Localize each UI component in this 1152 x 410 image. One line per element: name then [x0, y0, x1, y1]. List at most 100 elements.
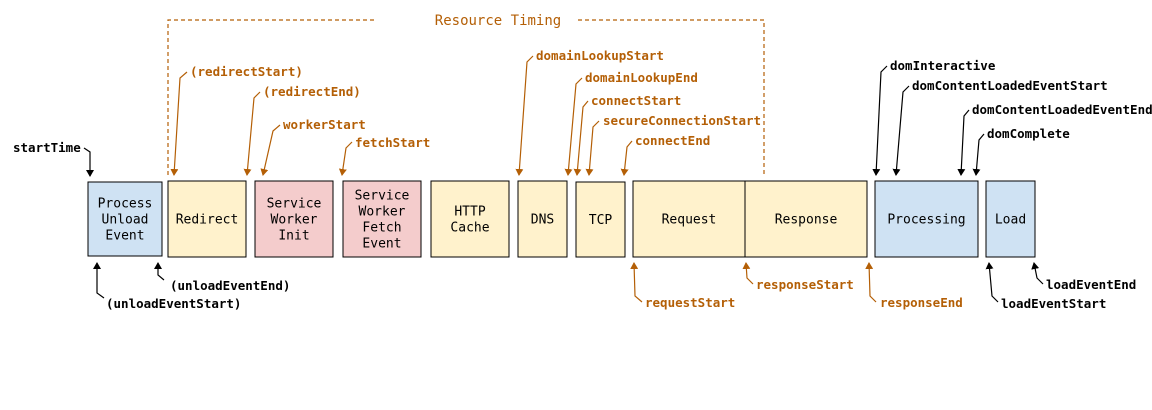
phase-box-request: Request: [632, 180, 746, 258]
marker-arrow: [585, 120, 600, 176]
marker-arrow: [93, 262, 105, 299]
marker-secureConnectionStart: secureConnectionStart: [585, 113, 761, 176]
phase-box-redirect: Redirect: [167, 180, 247, 258]
marker-label: fetchStart: [355, 135, 430, 150]
marker-label: workerStart: [283, 117, 366, 132]
phase-box-rect: [575, 181, 626, 258]
marker-domainLookupStart: domainLookupStart: [515, 48, 664, 176]
marker-arrow: [957, 109, 970, 176]
phase-box-label: Event: [362, 237, 401, 252]
marker-label: domainLookupEnd: [585, 70, 698, 85]
marker-label: loadEventStart: [1001, 296, 1106, 311]
marker-responseEnd: responseEnd: [865, 262, 963, 310]
marker-workerStart: workerStart: [260, 117, 366, 176]
phase-box-rect: [632, 180, 746, 258]
marker-label: responseStart: [756, 277, 854, 292]
phase-box-label: TCP: [589, 213, 613, 228]
phase-box-label: Fetch: [362, 221, 401, 236]
marker-arrow: [865, 262, 877, 303]
marker-domContentLoadedEventStart: domContentLoadedEventStart: [892, 78, 1108, 176]
phase-box-label: Redirect: [176, 213, 239, 228]
phase-box-response: Response: [744, 180, 868, 258]
marker-arrow: [515, 55, 534, 176]
phase-box-label: Worker: [359, 205, 406, 220]
marker-arrow: [338, 141, 353, 176]
phase-box-rect: [744, 180, 868, 258]
phase-box-rect: [517, 180, 568, 258]
marker-arrow: [154, 262, 165, 281]
marker-redirectEnd: (redirectEnd): [243, 84, 361, 176]
marker-label: requestStart: [645, 295, 735, 310]
phase-box-label: Worker: [271, 213, 318, 228]
phase-box-label: Init: [278, 229, 309, 244]
marker-arrow: [564, 77, 583, 176]
marker-label: secureConnectionStart: [603, 113, 761, 128]
marker-label: (redirectStart): [190, 64, 303, 79]
phase-box-rect: [342, 180, 422, 258]
marker-label: domComplete: [987, 126, 1070, 141]
marker-arrow: [573, 100, 589, 176]
marker-label: domainLookupStart: [536, 48, 664, 63]
marker-label: loadEventEnd: [1046, 277, 1136, 292]
phase-box-processing: Processing: [874, 180, 979, 258]
phase-box-rect: [254, 180, 334, 258]
marker-domContentLoadedEventEnd: domContentLoadedEventEnd: [957, 102, 1152, 176]
resource-timing-bracket: Resource Timing: [167, 13, 765, 175]
phase-box-label: Load: [995, 213, 1026, 228]
phase-box-dns: DNS: [517, 180, 568, 258]
marker-label: domContentLoadedEventStart: [912, 78, 1108, 93]
phase-box-label: Service: [267, 197, 322, 212]
marker-responseStart: responseStart: [742, 262, 854, 292]
phase-box-label: Unload: [102, 213, 149, 228]
phase-box-label: Processing: [887, 213, 965, 228]
marker-fetchStart: fetchStart: [338, 135, 430, 176]
phase-box-rect: [87, 181, 163, 257]
marker-arrow: [742, 262, 754, 285]
marker-arrow: [620, 140, 633, 176]
marker-startTime: startTime: [13, 140, 94, 177]
marker-label: domInteractive: [890, 58, 996, 73]
phase-box-label: Event: [105, 229, 144, 244]
marker-label: (unloadEventStart): [106, 296, 241, 311]
marker-unloadEventStart: (unloadEventStart): [93, 262, 241, 311]
phase-box-rect: [985, 180, 1036, 258]
marker-arrow: [243, 91, 261, 176]
marker-arrow: [83, 147, 94, 177]
phase-box-load: Load: [985, 180, 1036, 258]
marker-label: (unloadEventEnd): [170, 278, 290, 293]
phase-box-tcp: TCP: [575, 181, 626, 258]
marker-label: (redirectEnd): [263, 84, 361, 99]
marker-arrow: [1031, 262, 1044, 285]
phase-box-label: Response: [775, 213, 838, 228]
phase-box-label: Request: [662, 213, 717, 228]
phase-boxes: ProcessUnloadEventRedirectServiceWorkerI…: [87, 180, 1036, 258]
marker-domainLookupEnd: domainLookupEnd: [564, 70, 698, 176]
phase-box-label: Process: [98, 197, 153, 212]
phase-box-label: Service: [355, 189, 410, 204]
marker-connectStart: connectStart: [573, 93, 681, 176]
marker-arrow: [260, 124, 281, 176]
marker-label: domContentLoadedEventEnd: [972, 102, 1152, 117]
phase-box-label: DNS: [531, 213, 554, 228]
marker-arrow: [985, 262, 999, 303]
marker-connectEnd: connectEnd: [620, 133, 710, 176]
marker-loadEventStart: loadEventStart: [985, 262, 1106, 311]
marker-unloadEventEnd: (unloadEventEnd): [154, 262, 290, 293]
phase-box-label: Cache: [450, 221, 489, 236]
marker-arrow: [892, 85, 910, 176]
timing-markers: startTime (unloadEventStart) (unloadEventE…: [13, 48, 1152, 311]
phase-box-rect: [874, 180, 979, 258]
marker-label: connectStart: [591, 93, 681, 108]
marker-label: responseEnd: [880, 295, 963, 310]
marker-arrow: [170, 71, 188, 176]
marker-requestStart: requestStart: [630, 262, 735, 310]
phase-box-rect: [167, 180, 247, 258]
marker-arrow: [872, 65, 888, 176]
phase-box-label: HTTP: [454, 205, 485, 220]
marker-arrow: [972, 133, 985, 176]
